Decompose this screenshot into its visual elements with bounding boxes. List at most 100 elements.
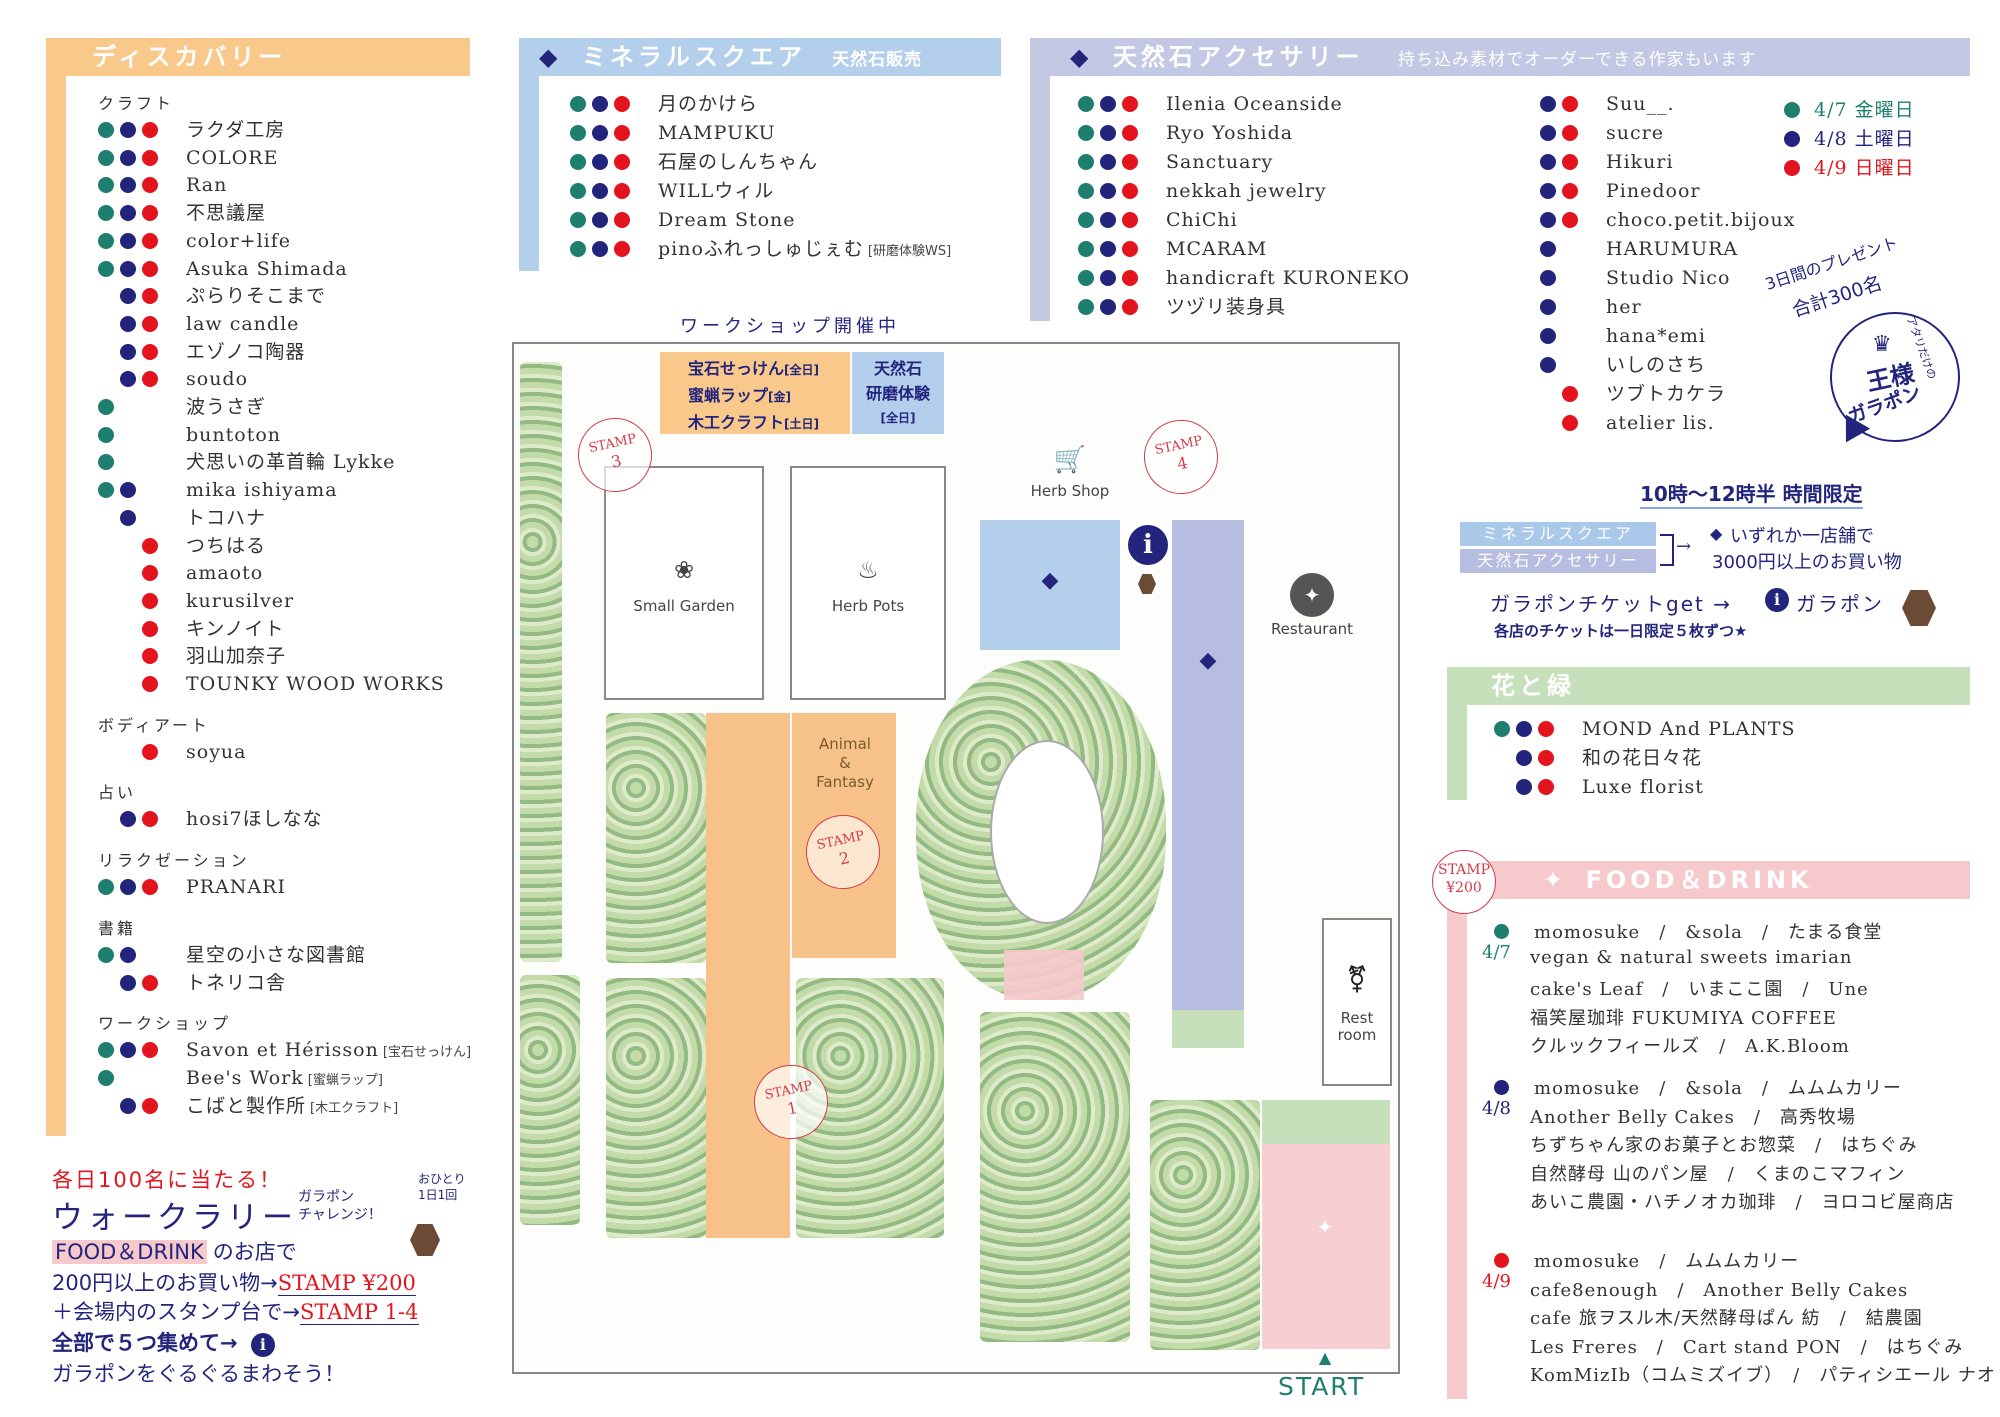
day-dot: [592, 183, 608, 199]
day-dot: [1122, 125, 1138, 141]
bracket: [1660, 534, 1674, 566]
walk-challenge-1: ガラポン: [298, 1189, 354, 1205]
list-item-label: つちはる: [186, 534, 267, 557]
walk-line5-text: 全部で５つ集めて→: [52, 1331, 238, 1355]
food-vendor-line: ちずちゃん家のお菓子とお惣菜 / はちぐみ: [1530, 1135, 1918, 1156]
day-dot: [120, 232, 136, 249]
day-dots: [1078, 154, 1166, 170]
day-dot: [614, 183, 630, 199]
food-bar: [1447, 899, 1467, 1399]
day-dot: [1562, 212, 1578, 228]
day-dot: [142, 565, 158, 582]
time-limit: 10時～12時半 時間限定: [1640, 478, 1863, 509]
day-dot: [98, 122, 114, 138]
day-dot: [1562, 125, 1578, 141]
day-dot: [120, 1097, 136, 1114]
food-header: ✦ FOOD＆DRINK: [1447, 861, 1970, 899]
day-dots: [1518, 386, 1606, 402]
list-item-label: トネリコ舎: [186, 971, 287, 994]
day-dots: [1494, 750, 1582, 766]
day-dots: [98, 177, 186, 194]
list-item-label: amaoto: [186, 562, 264, 585]
accessory-bar: [1030, 76, 1050, 321]
list-item-label: sucre: [1606, 122, 1664, 144]
day-dots: [98, 743, 186, 760]
day-dots: [1518, 183, 1606, 199]
list-item-label: 波うさぎ: [186, 396, 267, 418]
pot-icon: ♨: [857, 556, 879, 584]
day-dot: [1538, 779, 1554, 795]
walk-stamp-200: STAMP ¥200: [277, 1271, 416, 1296]
animal-label-2: &: [839, 754, 851, 772]
day-dot: [1562, 386, 1578, 402]
discovery-title: ディスカバリー: [92, 43, 287, 71]
day-dot: [1516, 779, 1532, 795]
day-dot: [570, 154, 586, 170]
day-dot: [120, 288, 136, 305]
food-vendor-line: 自然酵母 山のパン屋 / くまのこマフィン: [1530, 1163, 1906, 1185]
day-dot: [1538, 721, 1554, 737]
condition-2: 3000円以上のお買い物: [1712, 552, 1902, 573]
day-dots: [1518, 357, 1606, 373]
day-dots: [1078, 212, 1166, 228]
day-dots: [98, 592, 186, 609]
day-dot: [1100, 154, 1116, 170]
day-dot: [142, 371, 158, 388]
list-item-label: 星空の小さな図書館: [186, 943, 367, 966]
list-item-note: [蜜蝋ラップ]: [307, 1072, 383, 1088]
day-dot: [1100, 96, 1116, 112]
ws-soap-note: [全日]: [784, 363, 819, 377]
green-strip-2: [1262, 1100, 1390, 1144]
restroom-label-2: room: [1337, 1026, 1377, 1044]
day-dot: [142, 149, 158, 166]
mineral-bar: [519, 76, 539, 271]
ws-wax: 蜜蝋ラップ: [688, 386, 769, 405]
accessory-title: 天然石アクセサリー: [1112, 43, 1364, 71]
list-item-note: [宝石せっけん]: [382, 1045, 472, 1061]
day-dots: [98, 315, 186, 332]
day-dots: [98, 205, 186, 222]
herb-shop-label: Herb Shop: [1030, 482, 1110, 500]
flowers-bar: [1447, 705, 1467, 800]
day-dot: [120, 177, 136, 194]
gem-icon: ◆: [539, 43, 562, 71]
day-dot: [1494, 1080, 1509, 1095]
day-dot: [120, 482, 136, 499]
day-dots: [1518, 270, 1606, 286]
day-dots: [98, 1097, 186, 1114]
garden-right-strip: [1150, 1100, 1260, 1350]
day-dot: [1122, 212, 1138, 228]
day-dot: [1540, 125, 1556, 141]
day-dots: [98, 946, 186, 963]
food-vendor-line: 福笑屋珈琲 FUKUMIYA COFFEE: [1530, 1007, 1837, 1029]
walk-line1: 各日100名に当たる！: [52, 1168, 283, 1192]
food-day-label: 4/9: [1482, 1271, 1511, 1292]
accessory-header: ◆ 天然石アクセサリー 持ち込み素材でオーダーできる作家もいます: [1030, 38, 1970, 76]
day-dot: [1562, 183, 1578, 199]
day-dot: [142, 676, 158, 692]
day-dots: [1078, 125, 1166, 141]
info-icon: i: [250, 1333, 275, 1357]
ws-stone-1: 天然石: [873, 359, 922, 378]
day-dot: [1540, 154, 1556, 170]
list-item-label: 月のかけら: [658, 93, 759, 115]
day-dot: [142, 343, 158, 360]
day-dots: [1078, 299, 1166, 315]
day-dot: [1100, 125, 1116, 141]
food-vendor-line: あいこ農園・ハチノオカ珈琲 / ヨロコビ屋商店: [1530, 1192, 1955, 1213]
stall-strip: [706, 713, 790, 1238]
day-dot: [1122, 299, 1138, 315]
day-dots: [1518, 328, 1606, 344]
food-vendor-line: Another Belly Cakes / 高秀牧場: [1530, 1106, 1856, 1128]
food-vendor-line: cake's Leaf / いまここ園 / Une: [1530, 979, 1869, 1000]
garapon-machine-icon: [1138, 574, 1156, 594]
list-item-note: [木工クラフト]: [310, 1100, 399, 1116]
walk-line6: ガラポンをぐるぐるまわそう！: [52, 1362, 346, 1386]
stone-polish-area: 天然石 研磨体験 [全日]: [852, 352, 944, 434]
day-dot: [98, 260, 114, 277]
day-dot: [1122, 241, 1138, 257]
list-item-label: soyua: [186, 740, 247, 763]
day-dots: [1518, 299, 1606, 315]
list-item-label: handicraft KURONEKO: [1166, 267, 1410, 289]
garden-circle-lawn: [990, 740, 1104, 924]
